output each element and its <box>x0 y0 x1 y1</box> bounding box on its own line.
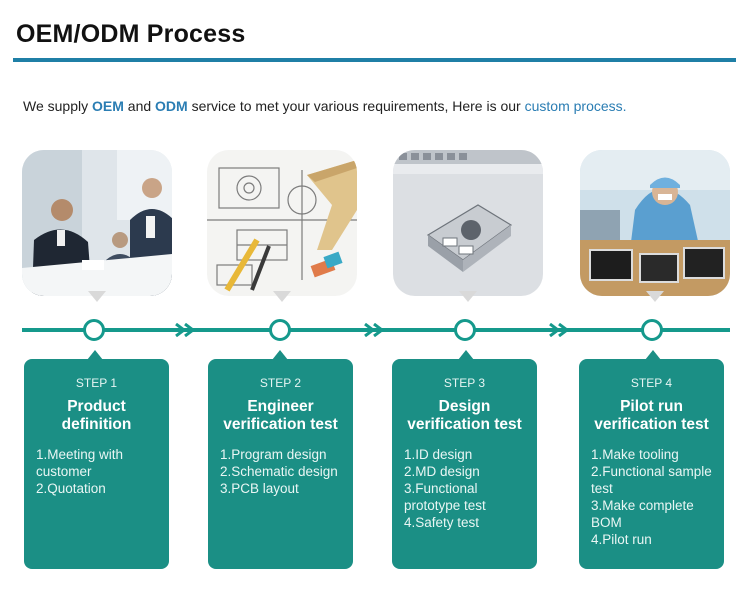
photo-engineering-drawing <box>207 150 357 296</box>
step-label: STEP 1 <box>75 376 118 390</box>
step-items: 1.Make tooling 2.Functional sample test … <box>591 446 712 548</box>
double-chevron-right-icon <box>549 323 575 337</box>
step-title-line-2: verification test <box>407 416 522 433</box>
step-title: Pilot run verification test <box>591 398 712 434</box>
card-pointer <box>87 350 103 360</box>
intro-part-1: We supply <box>23 98 92 114</box>
photo-pointer <box>646 291 664 302</box>
step-label: STEP 2 <box>259 376 302 390</box>
step-card-2: STEP 2 Engineer verification test 1.Prog… <box>208 359 353 569</box>
timeline-node <box>641 319 663 341</box>
step-title: Engineer verification test <box>220 398 341 434</box>
card-pointer <box>272 350 288 360</box>
step-title-line-1: Design <box>438 398 491 415</box>
list-item: 1.ID design <box>404 447 473 462</box>
list-item: 1.Make tooling <box>591 447 679 462</box>
timeline-node <box>454 319 476 341</box>
list-item: 4.Safety test <box>404 515 480 530</box>
photo-business-meeting <box>22 150 172 296</box>
list-item: 2.Functional sample test <box>591 464 712 496</box>
step-items: 1.Program design 2.Schematic design 3.PC… <box>220 446 341 497</box>
step-title: Product definition <box>36 398 157 434</box>
list-item: 1.Program design <box>220 447 327 462</box>
step-title-line-2: verification test <box>594 416 709 433</box>
double-chevron-right-icon <box>364 323 390 337</box>
step-title-line-1: Engineer <box>247 398 314 415</box>
photo-factory-pilot-run <box>580 150 730 296</box>
list-item: 4.Pilot run <box>591 532 652 547</box>
list-item: 2.Quotation <box>36 481 106 496</box>
timeline-line <box>22 328 730 332</box>
step-title-line-2: definition <box>61 416 132 433</box>
intro-text: We supply OEM and ODM service to met you… <box>23 98 627 114</box>
step-label: STEP 4 <box>630 376 673 390</box>
photo-pointer <box>459 291 477 302</box>
list-item: 1.Meeting with customer <box>36 447 124 479</box>
step-items: 1.Meeting with customer 2.Quotation <box>36 446 157 497</box>
card-pointer <box>645 350 661 360</box>
intro-part-3: service to met your various requirements… <box>187 98 525 114</box>
step-label: STEP 3 <box>443 376 486 390</box>
step-title-line-1: Pilot run <box>620 398 683 415</box>
photo-pointer <box>273 291 291 302</box>
timeline-node <box>269 319 291 341</box>
intro-odm: ODM <box>155 98 188 114</box>
photo-cad-design <box>393 150 543 296</box>
intro-part-2: and <box>123 98 156 114</box>
card-pointer <box>458 350 474 360</box>
step-title-line-1: Product <box>67 398 126 415</box>
list-item: 3.Functional prototype test <box>404 481 486 513</box>
step-card-4: STEP 4 Pilot run verification test 1.Mak… <box>579 359 724 569</box>
list-item: 3.PCB layout <box>220 481 299 496</box>
page-title: OEM/ODM Process <box>16 20 246 48</box>
list-item: 2.MD design <box>404 464 480 479</box>
double-chevron-right-icon <box>175 323 201 337</box>
step-title-line-2: verification test <box>223 416 338 433</box>
timeline-node <box>83 319 105 341</box>
photo-pointer <box>88 291 106 302</box>
step-title: Design verification test <box>404 398 525 434</box>
list-item: 2.Schematic design <box>220 464 338 479</box>
step-card-3: STEP 3 Design verification test 1.ID des… <box>392 359 537 569</box>
title-divider <box>13 58 736 62</box>
list-item: 3.Make complete BOM <box>591 498 694 530</box>
step-items: 1.ID design 2.MD design 3.Functional pro… <box>404 446 525 531</box>
intro-oem: OEM <box>92 98 124 114</box>
step-card-1: STEP 1 Product definition 1.Meeting with… <box>24 359 169 569</box>
intro-custom-process: custom process. <box>524 98 627 114</box>
